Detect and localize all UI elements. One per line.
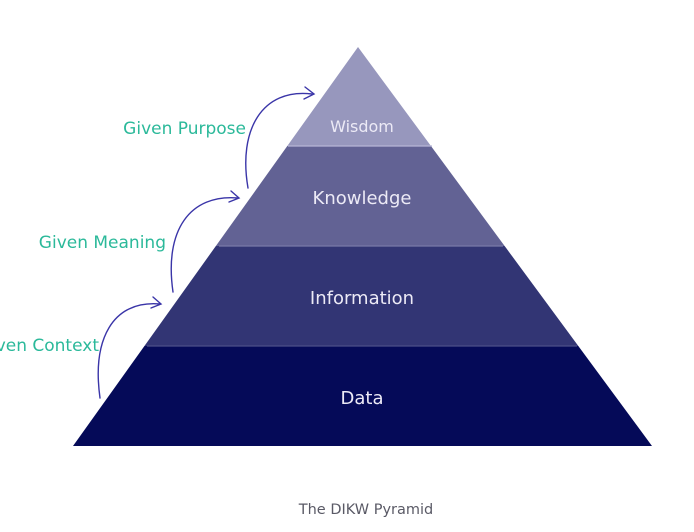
level-label-knowledge: Knowledge bbox=[313, 188, 412, 209]
arrow-given-meaning-icon bbox=[170, 197, 239, 293]
arrowhead-icon bbox=[303, 86, 316, 100]
arrowhead-icon bbox=[228, 190, 241, 203]
transition-label-context: Given Context bbox=[0, 336, 99, 356]
arrow-given-context-icon bbox=[97, 303, 161, 399]
level-label-information: Information bbox=[310, 288, 414, 309]
transition-label-meaning: Given Meaning bbox=[39, 233, 166, 253]
transition-label-purpose: Given Purpose bbox=[123, 119, 246, 139]
caption: The DIKW Pyramid bbox=[298, 502, 434, 518]
arrowhead-icon bbox=[150, 296, 163, 309]
arrow-given-purpose-icon bbox=[245, 92, 313, 189]
level-label-wisdom: Wisdom bbox=[330, 117, 394, 136]
pyramid-level-data bbox=[73, 346, 652, 446]
pyramid-level-information bbox=[144, 246, 579, 346]
pyramid-level-knowledge bbox=[215, 146, 505, 246]
level-label-data: Data bbox=[341, 388, 384, 409]
pyramid-level-wisdom bbox=[287, 47, 431, 146]
